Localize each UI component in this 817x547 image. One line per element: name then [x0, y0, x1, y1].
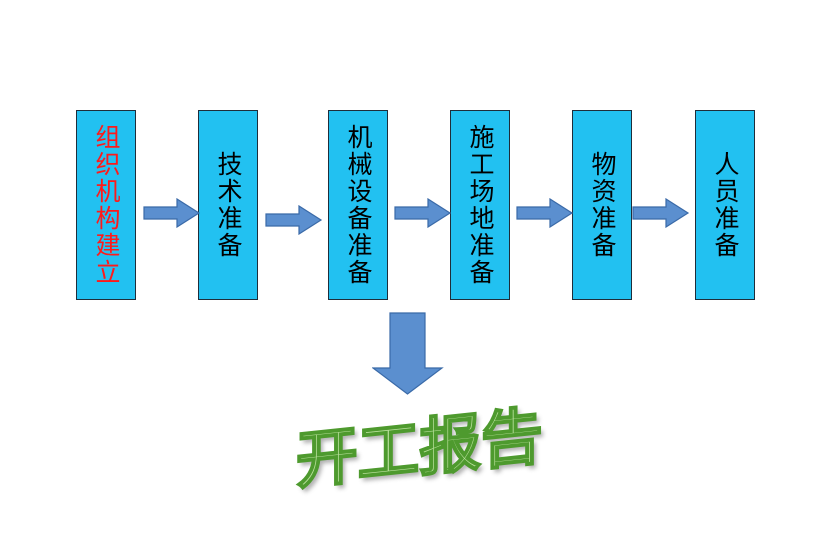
arrow-right-5: [632, 198, 690, 228]
step-box-technical: 技术准备: [198, 110, 258, 300]
arrow-right-4: [516, 198, 574, 228]
arrow-right-2: [265, 205, 323, 235]
step-box-personnel: 人员准备: [695, 110, 755, 300]
step-box-site: 施工场地准备: [450, 110, 510, 300]
arrow-right-1: [143, 198, 201, 228]
arrow-right-3: [394, 198, 452, 228]
step-label-equipment: 机械设备准备: [344, 124, 373, 286]
step-label-organization: 组织机构建立: [92, 124, 121, 286]
step-box-equipment: 机械设备准备: [328, 110, 388, 300]
arrow-down: [372, 312, 444, 395]
step-box-organization: 组织机构建立: [76, 110, 136, 300]
start-report-title: 开工报告: [290, 398, 544, 500]
step-label-personnel: 人员准备: [711, 151, 740, 259]
step-label-technical: 技术准备: [214, 151, 243, 259]
step-label-materials: 物资准备: [588, 151, 617, 259]
start-report-text: 开工报告: [295, 398, 544, 499]
step-box-materials: 物资准备: [572, 110, 632, 300]
step-label-site: 施工场地准备: [466, 124, 495, 286]
